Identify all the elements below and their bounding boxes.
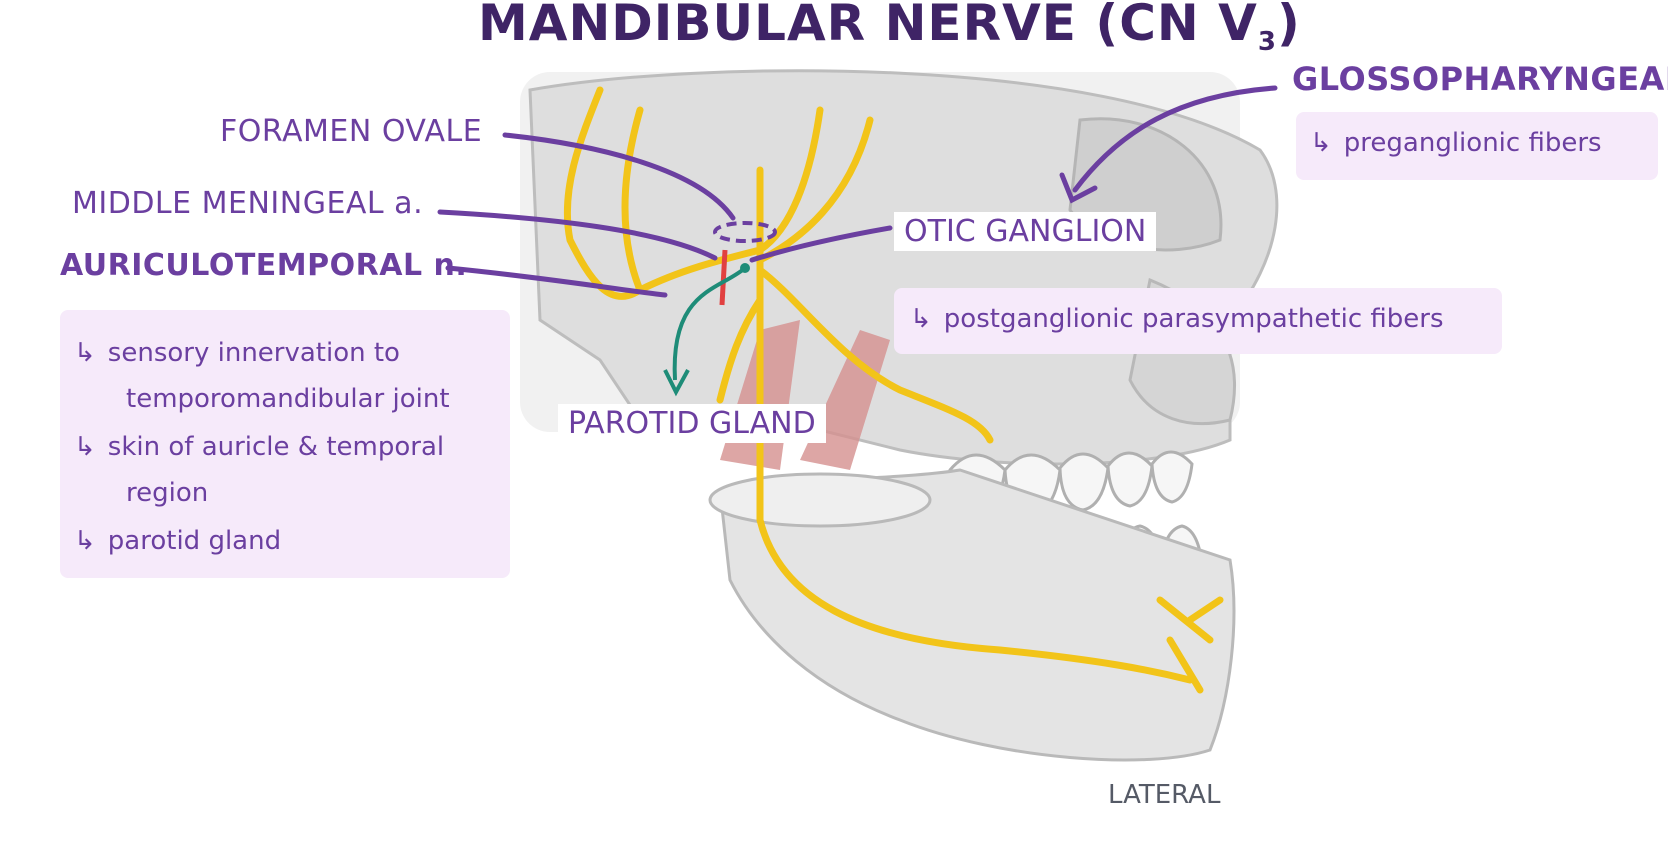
label-lateral: LATERAL [1108,780,1221,810]
note-line-1: ↳sensory innervation to [74,338,400,368]
glossopharyngeal-arrowhead [1059,172,1098,204]
note-line-3: ↳skin of auricle & temporal [74,432,445,462]
title-main: MANDIBULAR NERVE (CN V [478,0,1258,52]
leader-otic-ganglion [749,225,893,263]
label-parotid-gland: PAROTID GLAND [558,404,826,443]
return-arrow-icon: ↳ [74,526,96,556]
leader-auriculotemporal [445,265,668,298]
leader-lines [437,85,1278,298]
title-close: ) [1276,0,1301,52]
mandible-shape [718,468,1236,762]
return-arrow-icon: ↳ [910,304,932,334]
note-line-5: ↳parotid gland [74,526,282,556]
foramen-ovale-ring [713,221,777,243]
return-arrow-icon: ↳ [74,338,96,368]
return-arrow-icon: ↳ [1310,128,1332,158]
otic-ganglion-note-box [894,288,1502,354]
label-auriculotemporal: AURICULOTEMPORAL n. [60,248,468,283]
diagram-title: MANDIBULAR NERVE (CN V3) [478,0,1301,57]
auriculotemporal-note-box [60,310,510,578]
label-glossopharyngeal: GLOSSOPHARYNGEAL n. [1292,60,1668,98]
label-otic-ganglion: OTIC GANGLION [894,212,1157,251]
upper-teeth [948,450,1194,517]
return-arrow-icon: ↳ [74,432,96,462]
note-otic-ganglion: ↳postganglionic parasympathetic fibers [910,304,1444,334]
leader-foramen-ovale [502,132,736,221]
title-subscript: 3 [1257,27,1277,57]
label-foramen-ovale: FORAMEN OVALE [220,114,483,149]
note-glossopharyngeal: ↳preganglionic fibers [1310,128,1602,158]
parasympathetic-arrowhead [663,369,690,397]
note-line-4: region [126,478,209,508]
leader-glossopharyngeal [1072,85,1278,193]
leader-middle-meningeal [437,209,718,261]
middle-meningeal-artery [719,249,728,306]
ramus-cut [708,472,932,528]
parasympathetic-arrow [672,266,747,381]
glossopharyngeal-note-box [1296,112,1658,180]
note-line-2: temporomandibular joint [126,384,450,414]
otic-ganglion-dot [740,263,750,273]
label-middle-meningeal: MIDDLE MENINGEAL a. [72,186,424,221]
